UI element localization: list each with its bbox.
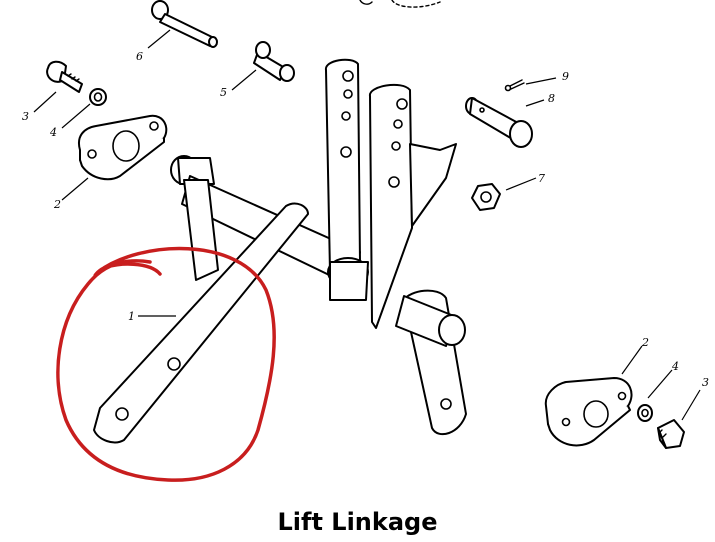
small-bolt-part-3-left bbox=[46, 60, 83, 93]
callout-1: 1 bbox=[128, 310, 135, 323]
lift-shaft-assembly bbox=[170, 58, 467, 436]
callout-4-left: 4 bbox=[49, 126, 57, 139]
bolt-part-6 bbox=[151, 0, 218, 48]
callout-7: 7 bbox=[538, 172, 545, 185]
figure-caption: Lift Linkage bbox=[277, 508, 438, 536]
callout-9: 9 bbox=[562, 70, 569, 83]
cotter-pin-part-9 bbox=[504, 79, 525, 92]
clevis-pin-part-8 bbox=[465, 97, 533, 148]
callout-8: 8 bbox=[548, 92, 555, 105]
flange-bearing-part-2-right bbox=[544, 377, 633, 447]
hand-drawn-highlight-circle bbox=[56, 246, 276, 482]
lock-washer-part-4-left bbox=[89, 88, 107, 106]
lift-arm-part-1 bbox=[93, 202, 309, 444]
callout-2-left: 2 bbox=[53, 198, 61, 211]
callout-4-right: 4 bbox=[671, 360, 679, 373]
callout-5: 5 bbox=[220, 86, 227, 99]
small-bolt-part-3-right bbox=[657, 419, 685, 449]
leader-lines bbox=[33, 29, 701, 421]
top-partial-part bbox=[359, 0, 441, 8]
callout-2-right: 2 bbox=[641, 336, 649, 349]
bushing-part-5 bbox=[253, 41, 295, 82]
callout-numbers: 6 5 3 4 2 1 7 8 9 2 4 3 bbox=[22, 50, 709, 389]
flange-bearing-part-2-left bbox=[78, 114, 168, 181]
callout-3-left: 3 bbox=[22, 110, 29, 123]
callout-3-right: 3 bbox=[702, 376, 709, 389]
callout-6: 6 bbox=[136, 50, 143, 63]
lock-washer-part-4-right bbox=[637, 404, 653, 422]
nut-part-7 bbox=[471, 183, 501, 211]
